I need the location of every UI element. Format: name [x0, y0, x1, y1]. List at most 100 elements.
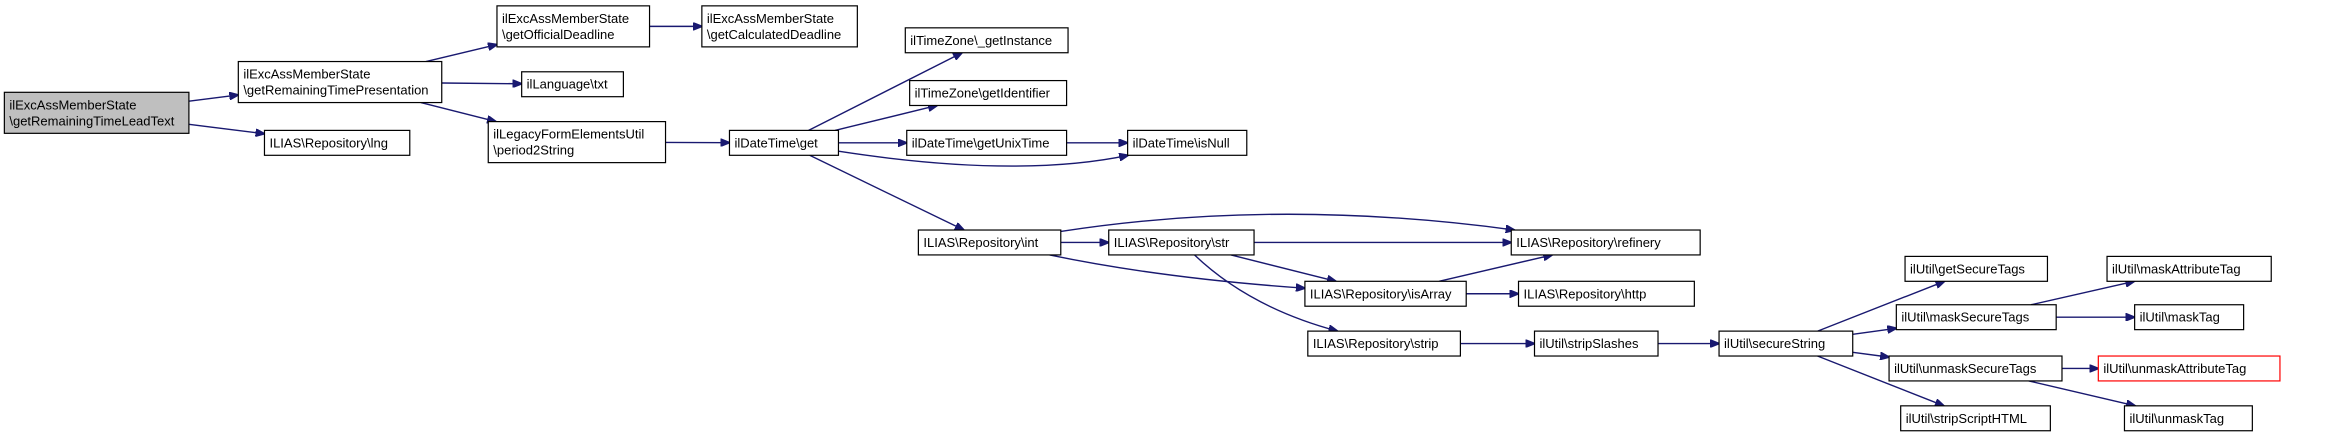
node-box [2123, 405, 2253, 432]
node-box [521, 71, 624, 98]
node-repo_lng[interactable]: ILIAS\Repository\lng [263, 129, 411, 156]
node-label: ilUtil\getSecureTags [1910, 261, 2025, 276]
node-label: \period2String [493, 143, 574, 158]
node-label: ilUtil\maskAttributeTag [2112, 261, 2241, 276]
node-repo_str[interactable]: ILIAS\Repository\str [1108, 229, 1255, 256]
node-box [2106, 255, 2272, 282]
node-box [3, 91, 190, 134]
edge-maskSecureTags-to-maskAttributeTag [2030, 281, 2134, 306]
node-maskAttributeTag[interactable]: ilUtil\maskAttributeTag [2106, 255, 2272, 282]
edge-repo_isArray-to-repo_refinery [1438, 255, 1552, 282]
node-label: ilExcAssMemberState [243, 67, 370, 82]
node-label: ilExcAssMemberState [9, 97, 136, 112]
node-repo_http[interactable]: ILIAS\Repository\http [1517, 280, 1695, 307]
node-box [1510, 229, 1701, 256]
edge-root-to-repo_lng [188, 123, 265, 133]
node-getRemainingTimePresentation[interactable]: ilExcAssMemberState\getRemainingTimePres… [237, 60, 443, 104]
node-label: ILIAS\Repository\strip [1313, 336, 1439, 351]
node-box [1888, 355, 2063, 382]
node-box [487, 121, 667, 164]
node-label: ILIAS\Repository\isArray [1310, 286, 1452, 301]
node-unmaskSecureTags[interactable]: ilUtil\unmaskSecureTags [1888, 355, 2063, 382]
node-label: ilUtil\maskTag [2140, 310, 2220, 325]
edge-getRemainingTimePresentation-to-language_txt [441, 83, 522, 84]
edge-repo_int-to-repo_refinery [1060, 213, 1515, 231]
node-getOfficialDeadline[interactable]: ilExcAssMemberState\getOfficialDeadline [496, 5, 651, 48]
node-secureString[interactable]: ilUtil\secureString [1718, 330, 1854, 357]
node-label: ilDateTime\get [734, 135, 818, 150]
node-label: \getCalculatedDeadline [707, 27, 841, 42]
edge-secureString-to-maskSecureTags [1852, 328, 1897, 336]
node-label: ilUtil\stripSlashes [1540, 336, 1639, 351]
edge-unmaskSecureTags-to-unmaskTag [2028, 380, 2135, 406]
node-unmaskAttributeTag[interactable]: ilUtil\unmaskAttributeTag [2097, 355, 2281, 382]
node-label: \getOfficialDeadline [502, 27, 615, 42]
node-isNull[interactable]: ilDateTime\isNull [1127, 129, 1248, 156]
node-label: ilTimeZone\getIdentifier [915, 86, 1051, 101]
node-box [1304, 280, 1467, 307]
node-box [1895, 304, 2057, 331]
node-repo_strip[interactable]: ILIAS\Repository\strip [1307, 330, 1461, 357]
node-unmaskTag[interactable]: ilUtil\unmaskTag [2123, 405, 2253, 432]
node-box [496, 5, 651, 48]
node-label: ilTimeZone\_getInstance [910, 33, 1052, 48]
node-box [1127, 129, 1248, 156]
edge-root-to-getRemainingTimePresentation [188, 95, 238, 102]
node-box [263, 129, 411, 156]
node-box [1307, 330, 1461, 357]
node-label: ILIAS\Repository\refinery [1516, 235, 1661, 250]
node-label: ilExcAssMemberState [502, 11, 629, 26]
node-maskTag[interactable]: ilUtil\maskTag [2134, 304, 2245, 331]
node-box [1533, 330, 1659, 357]
node-period2String[interactable]: ilLegacyFormElementsUtil\period2String [487, 121, 667, 164]
edge-datetime_get-to-tz_getInstance [808, 53, 962, 132]
node-box [904, 27, 1069, 54]
node-label: ilUtil\stripScriptHTML [1906, 411, 2027, 426]
node-label: ilUtil\unmaskTag [2129, 411, 2224, 426]
node-getCalculatedDeadline[interactable]: ilExcAssMemberState\getCalculatedDeadlin… [701, 5, 858, 48]
node-box [2097, 355, 2281, 382]
node-box [728, 129, 840, 156]
node-repo_int[interactable]: ILIAS\Repository\int [917, 229, 1062, 256]
node-box [1904, 255, 2049, 282]
node-box [701, 5, 858, 48]
node-label: ILIAS\Repository\str [1114, 235, 1230, 250]
node-box [917, 229, 1062, 256]
node-label: ILIAS\Repository\int [923, 235, 1038, 250]
edge-secureString-to-getSecureTags [1817, 281, 1945, 332]
edge-datetime_get-to-isNull [838, 150, 1128, 167]
node-box [2134, 304, 2245, 331]
node-box [1517, 280, 1695, 307]
node-label: ilUtil\secureString [1724, 336, 1825, 351]
edge-getRemainingTimePresentation-to-period2String [420, 101, 496, 122]
edge-secureString-to-unmaskSecureTags [1852, 351, 1889, 357]
node-label: ilDateTime\getUnixTime [912, 135, 1050, 150]
node-box [237, 60, 443, 104]
node-repo_refinery[interactable]: ILIAS\Repository\refinery [1510, 229, 1701, 256]
node-label: ilUtil\maskSecureTags [1901, 310, 2029, 325]
node-maskSecureTags[interactable]: ilUtil\maskSecureTags [1895, 304, 2057, 331]
node-label: \getRemainingTimePresentation [243, 83, 428, 98]
node-getSecureTags[interactable]: ilUtil\getSecureTags [1904, 255, 2049, 282]
node-language_txt[interactable]: ilLanguage\txt [521, 71, 624, 98]
node-getUnixTime[interactable]: ilDateTime\getUnixTime [906, 129, 1068, 156]
edge-secureString-to-stripScriptHTML [1817, 355, 1943, 406]
node-label: ilLanguage\txt [527, 77, 608, 92]
node-box [906, 129, 1068, 156]
node-label: ilUtil\unmaskAttributeTag [2103, 361, 2246, 376]
node-box [1900, 405, 2051, 432]
edge-repo_int-to-repo_isArray [1049, 254, 1305, 288]
node-box [1718, 330, 1854, 357]
node-tz_getInstance[interactable]: ilTimeZone\_getInstance [904, 27, 1069, 54]
node-tz_getIdentifier[interactable]: ilTimeZone\getIdentifier [909, 79, 1068, 107]
node-stripScriptHTML[interactable]: ilUtil\stripScriptHTML [1900, 405, 2051, 432]
node-repo_isArray[interactable]: ILIAS\Repository\isArray [1304, 280, 1467, 307]
node-root[interactable]: ilExcAssMemberState\getRemainingTimeLead… [3, 91, 190, 134]
node-label: ilLegacyFormElementsUtil [493, 127, 644, 142]
edge-datetime_get-to-repo_int [809, 154, 964, 230]
node-label: ilDateTime\isNull [1133, 135, 1230, 150]
node-stripSlashes[interactable]: ilUtil\stripSlashes [1533, 330, 1659, 357]
node-datetime_get[interactable]: ilDateTime\get [728, 129, 840, 156]
node-label: \getRemainingTimeLeadText [9, 113, 174, 128]
